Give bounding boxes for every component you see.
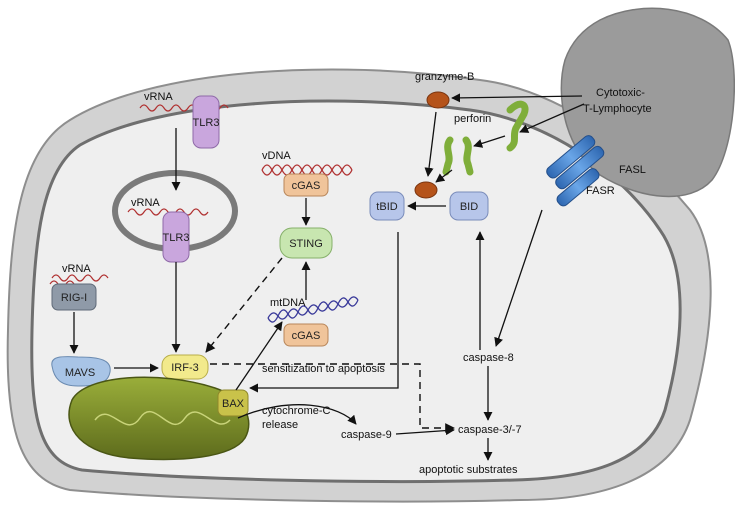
cytochrome-label-line1: cytochrome-C <box>262 405 331 417</box>
fasr-label: FASR <box>586 185 615 197</box>
arrow-bax-to-mtdna <box>235 321 283 391</box>
arrow-ctl-to-perforin <box>519 103 585 133</box>
caspase37-label: caspase-3/-7 <box>458 424 522 436</box>
arrow-ctl-to-granzyme <box>451 93 583 103</box>
bax <box>217 389 249 417</box>
perforin-free <box>506 100 529 152</box>
cgas-top-label: cGAS <box>292 180 321 192</box>
vrna-label-endosome: vRNA <box>131 197 160 209</box>
arrow-caspase9-to-caspase37 <box>395 426 455 436</box>
mavs-label: MAVS <box>65 367 95 379</box>
mavs <box>51 356 111 387</box>
arrow-perforin-to-pore <box>473 135 506 148</box>
vrna-label-rig: vRNA <box>62 263 91 275</box>
irf3-label: IRF-3 <box>171 362 199 374</box>
bid <box>449 191 489 221</box>
vrna-strand-rig <box>51 274 109 282</box>
tlr3-membrane-label: TLR3 <box>193 117 220 129</box>
mitochondrion-cristae <box>94 410 231 426</box>
vrna-label-top: vRNA <box>144 91 173 103</box>
arrow-cytochrome-to-caspase9 <box>237 404 357 425</box>
cytochrome-label-line2: release <box>262 419 298 431</box>
rig-i-label: RIG-I <box>61 292 87 304</box>
bid-label: BID <box>460 201 478 213</box>
arrow-irf3-to-caspase37 <box>210 363 455 433</box>
mtdna-label: mtDNA <box>270 297 306 309</box>
caspase8-label: caspase-8 <box>463 352 514 364</box>
perforin-label: perforin <box>454 113 491 125</box>
vrna-strand-endosome <box>127 208 209 216</box>
perforin-pore-right <box>462 136 474 176</box>
irf3 <box>161 354 209 380</box>
arrow-granzyme-to-inside <box>424 111 437 177</box>
vdna-strand-a <box>261 164 353 176</box>
fas-complex <box>546 135 605 207</box>
cgas-bottom <box>283 323 329 347</box>
mitochondrion <box>68 376 250 461</box>
caspase9-label: caspase-9 <box>341 429 392 441</box>
cgas-bottom-label: cGAS <box>292 330 321 342</box>
tbid <box>369 191 405 221</box>
arrow-sting-to-irf3 <box>205 257 283 353</box>
sting-label: STING <box>289 238 323 250</box>
tbid-label: tBID <box>376 201 397 213</box>
ctl-label-line2: T-Lymphocyte <box>583 103 652 115</box>
rig-i <box>51 283 97 311</box>
bax-label: BAX <box>222 398 245 410</box>
granzyme-b-particle <box>426 91 450 109</box>
cytotoxic-t-lymphocyte <box>560 7 735 198</box>
granzyme-label: granzyme-B <box>415 71 474 83</box>
arrow-fas-to-caspase8 <box>494 209 543 347</box>
cgas-top <box>283 173 329 197</box>
fasl-label: FASL <box>619 164 646 176</box>
tlr3-membrane <box>192 95 220 149</box>
sensitization-label: sensitization to apoptosis <box>262 363 385 375</box>
apoptotic-substrates-label: apoptotic substrates <box>419 464 518 476</box>
ctl-label-line1: Cytotoxic- <box>596 87 645 99</box>
sting <box>279 227 333 259</box>
arrow-tbid-to-bax <box>249 232 399 393</box>
granzyme-b-particle-inside <box>414 181 438 199</box>
tlr3-endosome-label: TLR3 <box>163 232 190 244</box>
mtdna-strand-a <box>267 296 359 320</box>
perforin-pore-left <box>442 136 454 176</box>
mtdna-strand-b <box>267 297 359 323</box>
arrow-pore-to-granzyme <box>435 169 453 183</box>
vdna-label: vDNA <box>262 150 291 162</box>
